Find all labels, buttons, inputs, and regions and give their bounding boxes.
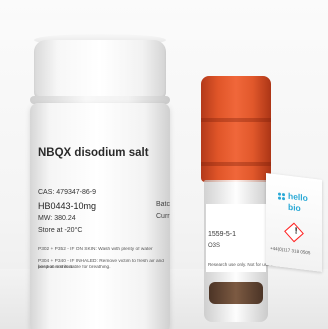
vial-cap xyxy=(201,76,271,182)
vial-cas-partial: 1559-5-1 xyxy=(208,231,237,238)
hazard-line-3: position comfortable for breathing. xyxy=(38,265,111,270)
hazard-mark: ! xyxy=(294,225,298,236)
vial-code-partial: O3S xyxy=(208,243,221,249)
brand-dots xyxy=(278,192,286,201)
batch-label: Batc xyxy=(156,201,170,208)
phone-number: +44(0)117 318 0505 xyxy=(270,245,311,256)
jar-cap-rim xyxy=(30,96,170,104)
flag-label: hello bio ! +44(0)117 318 0505 xyxy=(266,173,322,272)
exclamation-hazard-icon: ! xyxy=(284,222,304,243)
side-label: Curr xyxy=(156,213,170,220)
catalog-code: HB0443-10mg xyxy=(38,201,97,211)
jar-body: NBQX disodium salt CAS: 479347-86-9 HB04… xyxy=(30,103,170,329)
hazard-line-2: P304 + P340 - IF INHALED: Remove victim … xyxy=(38,259,164,270)
large-container: NBQX disodium salt CAS: 479347-86-9 HB04… xyxy=(30,8,170,329)
cas-number: CAS: 479347-86-9 xyxy=(38,189,96,196)
vial-sample xyxy=(209,282,263,304)
brand-dot xyxy=(278,192,281,196)
brand-dot xyxy=(282,196,285,201)
brand-logo: hello bio xyxy=(278,190,318,219)
vial-cap-ridge xyxy=(201,118,271,122)
jar-label: NBQX disodium salt CAS: 479347-86-9 HB04… xyxy=(30,131,170,321)
brand-word-hello: hello xyxy=(288,190,308,204)
small-vial: 1559-5-1 O3S Research use only. Not for … xyxy=(201,76,293,322)
jar-cap xyxy=(34,40,166,100)
product-name: NBQX disodium salt xyxy=(38,147,149,159)
storage-info: Store at -20°C xyxy=(38,227,83,234)
vial-research-text: Research use only. Not for use in humans… xyxy=(208,262,293,267)
vial-label: 1559-5-1 O3S Research use only. Not for … xyxy=(206,204,293,272)
brand-dot xyxy=(282,192,285,197)
brand-word-bio: bio xyxy=(288,201,301,214)
molecular-weight: MW: 380.24 xyxy=(38,215,76,222)
hazard-line-1: P302 + P352 - IF ON SKIN: Wash with plen… xyxy=(38,247,153,252)
brand-dot xyxy=(278,196,281,200)
vial-cap-ridge xyxy=(201,162,271,166)
